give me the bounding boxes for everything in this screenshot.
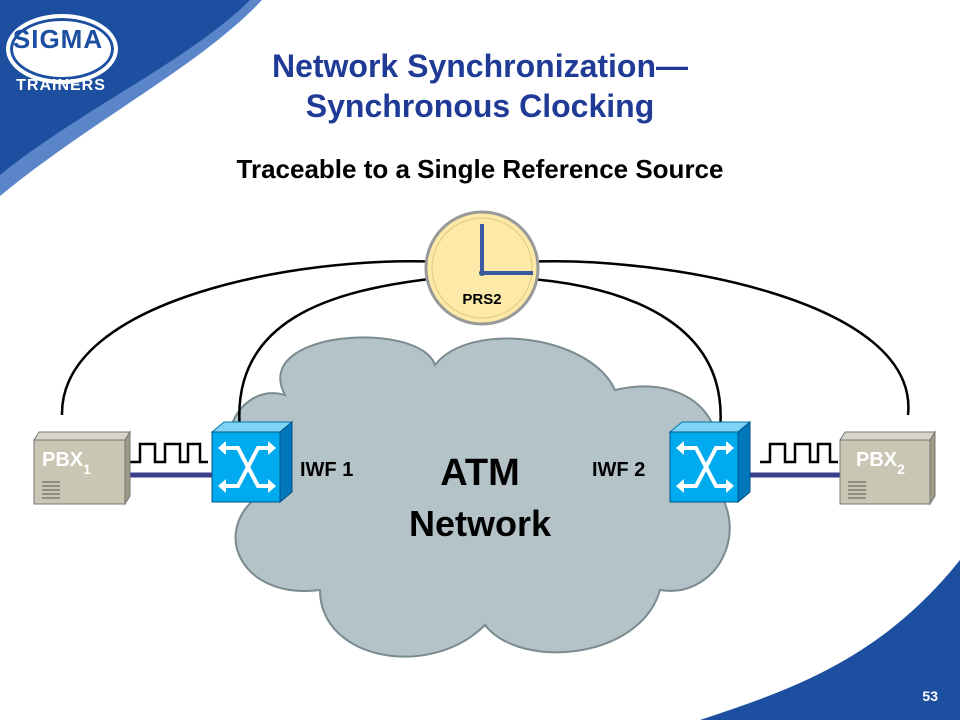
- page-number: 53: [922, 688, 938, 704]
- pbx-1-subscript: 1: [83, 461, 91, 477]
- pbx-1-vent: [42, 481, 60, 499]
- pbx-2-vent: [848, 481, 866, 499]
- pbx-2-subscript: 2: [897, 461, 905, 477]
- pulse-waveforms: [130, 442, 838, 464]
- pbx-2-label: PBX: [856, 449, 898, 471]
- page-subtitle: Traceable to a Single Reference Source: [236, 154, 724, 184]
- pbx-2: PBX2: [839, 430, 936, 506]
- title-line-1: Network Synchronization—: [271, 48, 689, 84]
- timing-line-iwf2: [519, 276, 722, 431]
- title-line-2: Synchronous Clocking: [305, 88, 655, 124]
- atm-cloud: [227, 336, 731, 658]
- pulse-right: [760, 442, 838, 464]
- timing-line-iwf1: [238, 276, 439, 431]
- pbx-1: PBX1: [33, 430, 131, 506]
- prs-clock: PRS2: [424, 210, 540, 326]
- timing-line-pbx1: [60, 260, 441, 416]
- pbx-1-label: PBX: [42, 449, 84, 471]
- logo-tagline: TRAINERS: [16, 77, 106, 94]
- svg-text:PBX1: PBX1: [42, 449, 91, 477]
- iwf-2-switch-icon: [668, 420, 752, 504]
- iwf-1-switch-icon: [210, 420, 294, 504]
- sigma-logo: [6, 14, 118, 84]
- page-title: Network Synchronization— Synchronous Clo…: [180, 46, 780, 126]
- svg-text:PBX2: PBX2: [856, 449, 905, 477]
- timing-line-pbx2: [524, 260, 910, 416]
- cloud-label-line-2: Network: [409, 503, 552, 544]
- cloud-label-line-1: ATM: [440, 452, 520, 494]
- bottom-right-swoosh: [700, 560, 960, 720]
- clock-label: PRS2: [462, 291, 501, 308]
- top-left-swoosh-highlight: [0, 0, 262, 196]
- pulse-left: [130, 442, 208, 464]
- iwf-2-label: IWF 2: [592, 459, 645, 481]
- logo-name: SIGMA: [12, 24, 104, 54]
- timing-lines: [60, 260, 910, 431]
- iwf-1-label: IWF 1: [300, 459, 353, 481]
